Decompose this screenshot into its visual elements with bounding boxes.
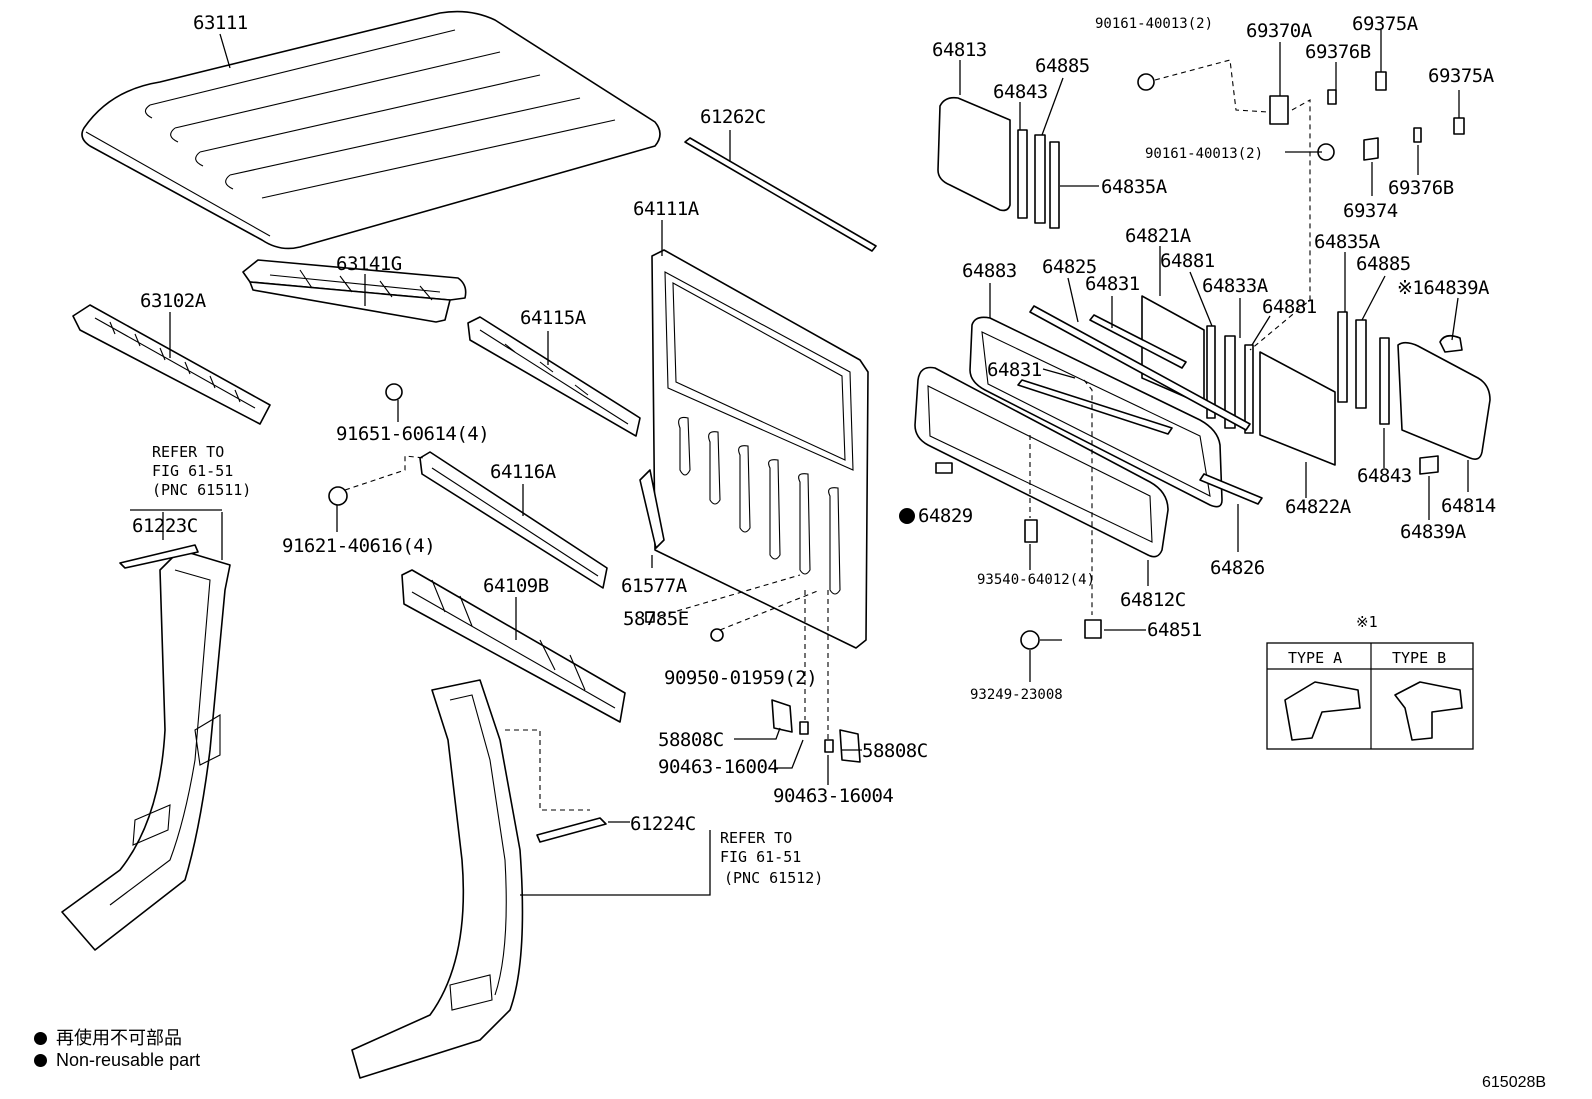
refer-note-1-line3: (PNC 61511) bbox=[152, 481, 251, 499]
part-64812c: 64812C bbox=[1120, 589, 1186, 611]
part-64835a-right: 64835A bbox=[1314, 231, 1381, 253]
refer-note-2-line2: FIG 61-51 bbox=[720, 848, 801, 866]
part-90463-left: 90463-16004 bbox=[658, 756, 778, 778]
non-reusable-dot-icon bbox=[34, 1054, 47, 1067]
refer-note-1-line1: REFER TO bbox=[152, 443, 224, 461]
part-64822a: 64822A bbox=[1285, 496, 1352, 518]
part-58808c-right: 58808C bbox=[862, 740, 928, 762]
part-64116a: 64116A bbox=[490, 461, 557, 483]
part-64881-top: 64881 bbox=[1160, 250, 1215, 272]
part-91651: 91651-60614(4) bbox=[336, 423, 489, 445]
part-69375a-right: 69375A bbox=[1428, 65, 1495, 87]
part-90950: 90950-01959(2) bbox=[664, 667, 817, 689]
part-90463-right: 90463-16004 bbox=[773, 785, 893, 807]
non-reusable-marker-64829 bbox=[899, 508, 915, 524]
part-64851: 64851 bbox=[1147, 619, 1202, 641]
part-64829: 64829 bbox=[918, 505, 973, 527]
leader-lines bbox=[130, 30, 1469, 896]
roof-rail-drawing bbox=[242, 259, 467, 323]
type-a-clip-drawing bbox=[1284, 681, 1361, 741]
lower-back-panel-drawing bbox=[401, 569, 626, 723]
legend-japanese: 再使用不可部品 bbox=[34, 1024, 294, 1050]
part-64111a: 64111A bbox=[633, 198, 700, 220]
part-63141g: 63141G bbox=[336, 253, 402, 275]
rear-panel-rails-drawing bbox=[419, 137, 877, 589]
part-64115a: 64115A bbox=[520, 307, 587, 329]
part-64839a-bottom: 64839A bbox=[1400, 521, 1467, 543]
part-93249: 93249-23008 bbox=[970, 687, 1063, 703]
part-64885-top: 64885 bbox=[1035, 55, 1090, 77]
non-reusable-dot-icon bbox=[34, 1032, 47, 1045]
part-64881-right: 64881 bbox=[1262, 296, 1317, 318]
legend-japanese-text: 再使用不可部品 bbox=[56, 1028, 182, 1048]
part-64813: 64813 bbox=[932, 39, 987, 61]
part-93540: 93540-64012(4) bbox=[977, 572, 1095, 588]
part-64835a-top: 64835A bbox=[1101, 176, 1168, 198]
back-window-frames-drawing bbox=[914, 305, 1263, 558]
type-box-marker: ※1 bbox=[1356, 613, 1378, 631]
part-69374: 69374 bbox=[1343, 200, 1398, 222]
part-69370a: 69370A bbox=[1246, 20, 1313, 42]
part-63111: 63111 bbox=[193, 12, 248, 34]
part-63102a: 63102A bbox=[140, 290, 207, 312]
part-69376b-right: 69376B bbox=[1388, 177, 1454, 199]
part-64109b: 64109B bbox=[483, 575, 549, 597]
back-panel-drawing bbox=[639, 249, 869, 649]
part-90161-mid: 90161-40013(2) bbox=[1145, 146, 1263, 162]
part-64839a-top: ※164839A bbox=[1397, 277, 1490, 299]
part-91621: 91621-40616(4) bbox=[282, 535, 435, 557]
part-64843-bottom: 64843 bbox=[1357, 465, 1412, 487]
figure-code: 615028B bbox=[1482, 1074, 1547, 1091]
roof-bow-drawing bbox=[72, 304, 271, 425]
part-58808c-left: 58808C bbox=[658, 729, 724, 751]
part-64843-top: 64843 bbox=[993, 81, 1048, 103]
part-64833a: 64833A bbox=[1202, 275, 1269, 297]
part-64826: 64826 bbox=[1210, 557, 1265, 579]
part-64814: 64814 bbox=[1441, 495, 1496, 517]
type-b-clip-drawing bbox=[1394, 681, 1463, 741]
part-61577a: 61577A bbox=[621, 575, 688, 597]
rear-pillar-left-drawing bbox=[61, 544, 231, 951]
refer-note-1-line2: FIG 61-51 bbox=[152, 462, 233, 480]
part-64831-top: 64831 bbox=[1085, 273, 1140, 295]
refer-note-2-line3: (PNC 61512) bbox=[724, 869, 823, 887]
part-64885-right: 64885 bbox=[1356, 253, 1411, 275]
part-64831-mid: 64831 bbox=[987, 359, 1042, 381]
refer-note-2-line1: REFER TO bbox=[720, 829, 792, 847]
part-90161-top: 90161-40013(2) bbox=[1095, 16, 1213, 32]
legend-english: Non-reusable part bbox=[34, 1050, 294, 1071]
part-69375a-top: 69375A bbox=[1352, 13, 1419, 35]
part-labels: 63111 63141G 63102A 91651-60614(4) 91621… bbox=[132, 12, 1496, 887]
part-64883: 64883 bbox=[962, 260, 1017, 282]
type-a-label: TYPE A bbox=[1288, 649, 1342, 667]
part-69376b-top: 69376B bbox=[1305, 41, 1371, 63]
clips-drawing bbox=[1269, 71, 1465, 475]
part-61223c: 61223C bbox=[132, 515, 198, 537]
part-61224c: 61224C bbox=[630, 813, 696, 835]
fasteners-drawing bbox=[328, 73, 1335, 763]
roof-panel-drawing bbox=[81, 10, 661, 250]
legend-english-text: Non-reusable part bbox=[56, 1050, 201, 1070]
type-box: ※1 TYPE A TYPE B bbox=[1266, 613, 1474, 750]
part-61262c: 61262C bbox=[700, 106, 766, 128]
part-64825: 64825 bbox=[1042, 256, 1097, 278]
rear-pillar-right-drawing bbox=[351, 679, 607, 1079]
part-58785e: 58785E bbox=[623, 608, 689, 630]
type-b-label: TYPE B bbox=[1392, 649, 1446, 667]
part-64821a: 64821A bbox=[1125, 225, 1192, 247]
